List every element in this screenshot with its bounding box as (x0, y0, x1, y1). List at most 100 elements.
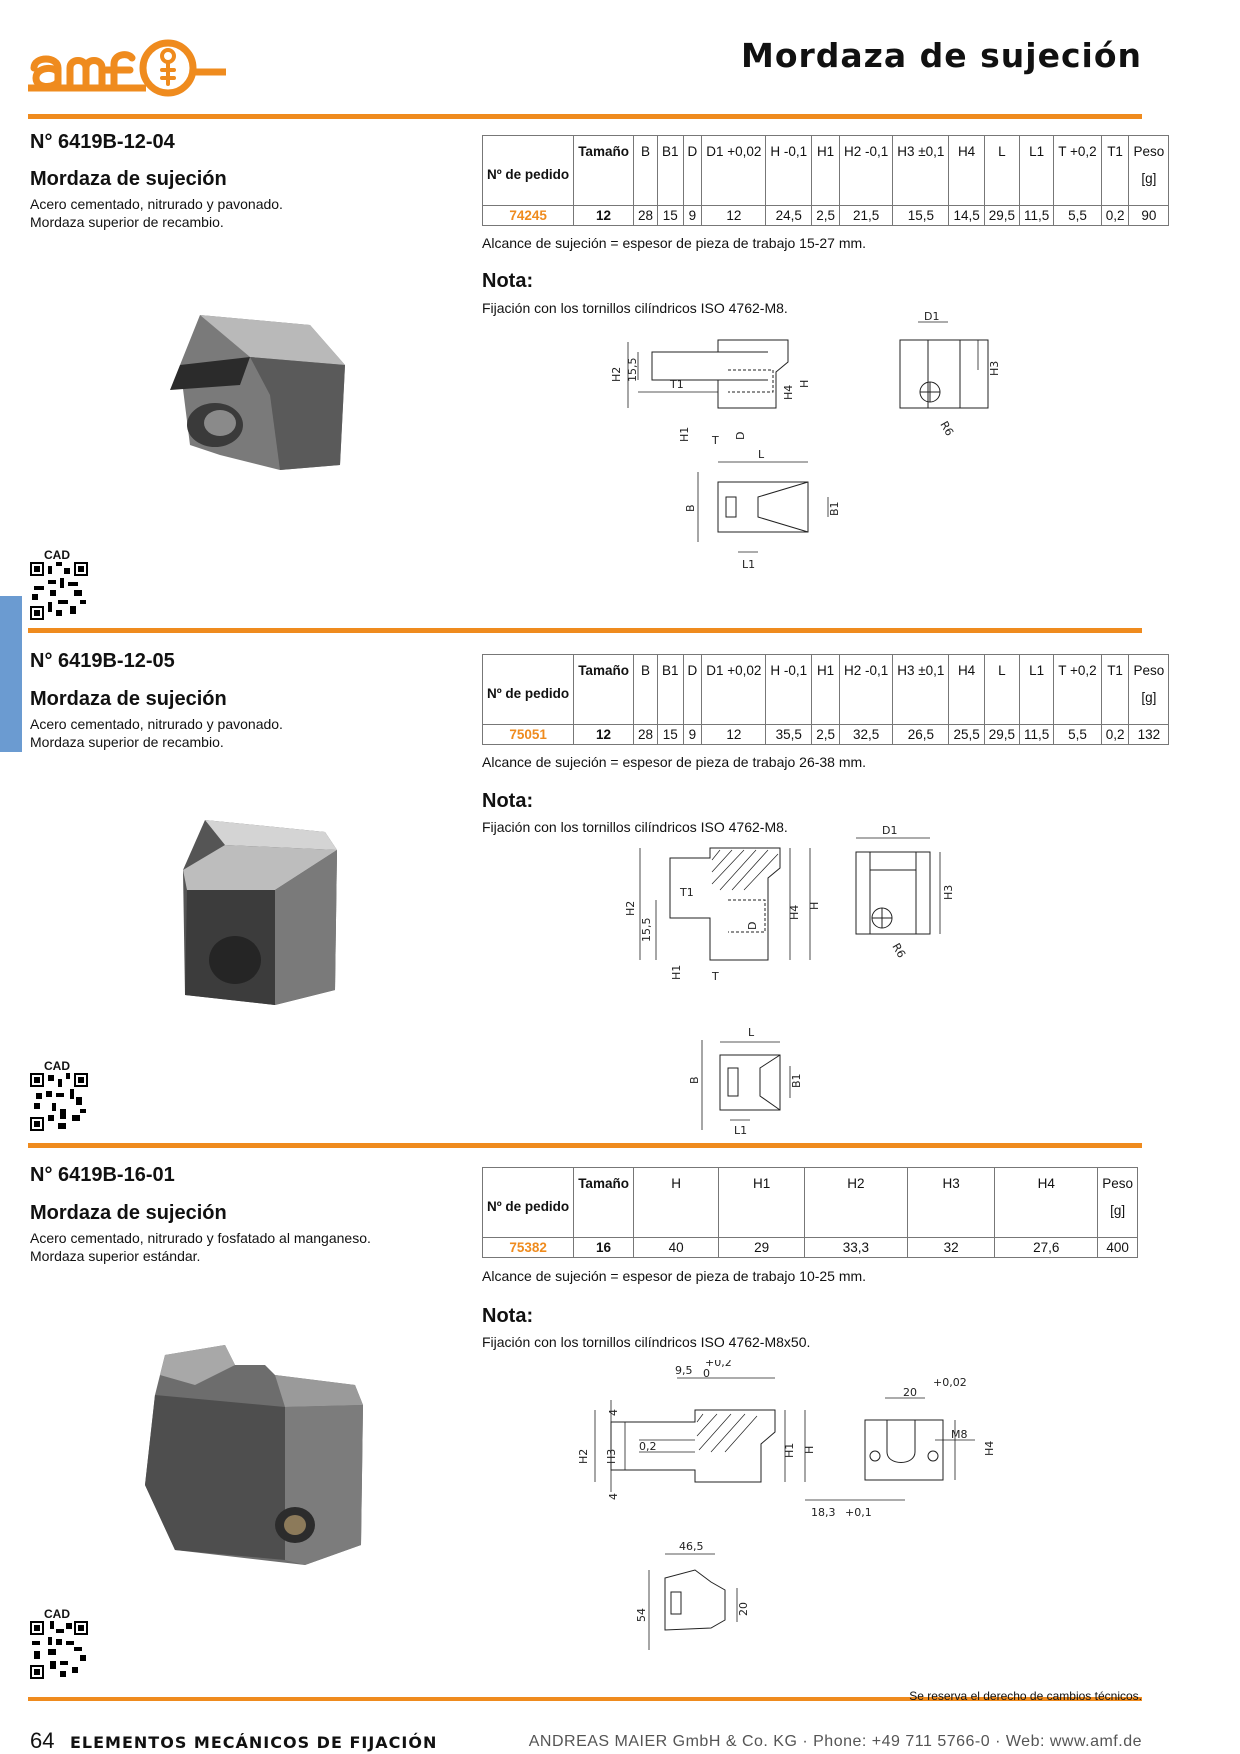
article-link[interactable]: 75051 (481, 724, 575, 745)
svg-text:T1: T1 (669, 378, 684, 391)
product-name: Mordaza de sujeción (30, 1202, 227, 1224)
article-link[interactable]: 74245 (481, 205, 575, 226)
svg-text:20: 20 (737, 1602, 750, 1616)
cad-qr[interactable]: CAD (30, 548, 92, 620)
svg-text:D1: D1 (924, 312, 939, 323)
svg-text:T: T (711, 434, 719, 447)
svg-text:D1: D1 (882, 824, 897, 837)
section-divider (28, 628, 1142, 633)
technical-drawing: H2 15,5 T1 H1 T D H4 H D1 H3 R6 L B B1 L… (610, 312, 1001, 571)
svg-text:4: 4 (607, 1409, 620, 1416)
svg-text:H: H (808, 902, 821, 910)
header-weight: Peso[g] (1097, 1167, 1138, 1238)
clamping-range: Alcance de sujeción = espesor de pieza d… (482, 1268, 867, 1284)
product-name: Mordaza de sujeción (30, 688, 227, 710)
header-size: Tamaño (573, 135, 634, 206)
company-info: ANDREAS MAIER GmbH & Co. KG · Phone: +49… (528, 1733, 1142, 1750)
svg-text:H3: H3 (605, 1449, 618, 1464)
page-title: Mordaza de sujeción (741, 36, 1142, 75)
svg-text:B: B (684, 504, 697, 512)
svg-text:H2: H2 (624, 901, 637, 916)
product-name: Mordaza de sujeción (30, 168, 227, 190)
spec-table: Nº de pedido Tamaño H H1 H2 H3 H4 Peso[g… (481, 1167, 1138, 1258)
svg-text:T1: T1 (679, 886, 694, 899)
svg-text:L1: L1 (742, 558, 755, 571)
svg-text:R6: R6 (889, 941, 908, 960)
cad-qr[interactable]: CAD (30, 1607, 92, 1679)
svg-text:H4: H4 (788, 905, 801, 920)
qr-code-icon[interactable] (30, 1073, 88, 1131)
svg-text:20: 20 (903, 1386, 917, 1399)
product-number: N° 6419B-12-05 (30, 650, 175, 672)
product-description: Acero cementado, nitrurado y pavonado. M… (30, 196, 283, 230)
svg-text:H1: H1 (670, 965, 683, 980)
svg-text:R6: R6 (937, 419, 956, 438)
top-divider (28, 114, 1142, 119)
svg-text:46,5: 46,5 (679, 1540, 704, 1553)
svg-text:H1: H1 (678, 427, 691, 442)
article-link[interactable]: 75382 (481, 1237, 575, 1258)
svg-text:D: D (734, 432, 747, 440)
header-weight: Peso[g] (1128, 654, 1170, 725)
svg-text:H: H (798, 380, 811, 388)
svg-text:0: 0 (703, 1367, 710, 1380)
bottom-divider (28, 1697, 1142, 1701)
svg-text:H: H (803, 1446, 816, 1454)
nota-heading: Nota: (482, 790, 534, 812)
svg-text:+0,02: +0,02 (933, 1376, 967, 1389)
header-order-no: Nº de pedido (481, 135, 575, 206)
nota-text: Fijación con los tornillos cilíndricos I… (482, 1334, 811, 1350)
svg-text:H2: H2 (577, 1449, 590, 1464)
svg-text:L: L (758, 448, 765, 461)
nota-heading: Nota: (482, 270, 534, 292)
header-order-no: Nº de pedido (481, 1167, 575, 1238)
svg-text:B1: B1 (828, 501, 841, 516)
product-photo (170, 315, 345, 470)
page-number: 64 (30, 1728, 55, 1753)
svg-text:D: D (746, 922, 759, 930)
svg-text:H4: H4 (983, 1441, 996, 1456)
cad-qr[interactable]: CAD (30, 1059, 92, 1131)
svg-text:9,5: 9,5 (675, 1364, 693, 1377)
svg-text:B1: B1 (790, 1073, 803, 1088)
nota-text: Fijación con los tornillos cilíndricos I… (482, 300, 788, 316)
header-weight: Peso[g] (1128, 135, 1170, 206)
header-size: Tamaño (573, 654, 634, 725)
svg-text:L: L (748, 1026, 755, 1039)
svg-text:H2: H2 (610, 367, 623, 382)
nota-heading: Nota: (482, 1305, 534, 1327)
svg-text:+0,1: +0,1 (845, 1506, 872, 1519)
svg-text:B: B (688, 1076, 701, 1084)
svg-text:H3: H3 (988, 361, 1001, 376)
svg-text:L1: L1 (734, 1124, 747, 1137)
svg-text:4: 4 (607, 1493, 620, 1500)
product-number: N° 6419B-16-01 (30, 1164, 175, 1186)
svg-text:0,2: 0,2 (639, 1440, 657, 1453)
qr-code-icon[interactable] (30, 562, 88, 620)
header-size: Tamaño (573, 1167, 634, 1238)
svg-text:H3: H3 (942, 885, 955, 900)
technical-drawing: H2 15,5 T1 H1 T D H4 H D1 H3 R6 L B B1 L… (624, 824, 955, 1137)
svg-text:T: T (711, 970, 719, 983)
qr-code-icon[interactable] (30, 1621, 88, 1679)
svg-text:+0,2: +0,2 (705, 1360, 732, 1369)
product-description: Acero cementado, nitrurado y fosfatado a… (30, 1230, 371, 1264)
amf-logo (28, 39, 226, 97)
svg-text:H4: H4 (782, 385, 795, 400)
section-name: ELEMENTOS MECÁNICOS DE FIJACIÓN (70, 1733, 438, 1752)
section-divider (28, 1143, 1142, 1148)
svg-text:H1: H1 (783, 1443, 796, 1458)
product-photo (145, 1345, 363, 1565)
clamping-range: Alcance de sujeción = espesor de pieza d… (482, 235, 867, 251)
svg-text:15,5: 15,5 (640, 918, 653, 943)
svg-text:M8: M8 (951, 1428, 968, 1441)
header-order-no: Nº de pedido (481, 654, 575, 725)
technical-drawing: 9,5 +0,2 0 4 H2 H3 0,2 H1 H 4 20 +0,02 M… (577, 1360, 996, 1650)
product-number: N° 6419B-12-04 (30, 131, 175, 153)
svg-text:54: 54 (635, 1608, 648, 1622)
